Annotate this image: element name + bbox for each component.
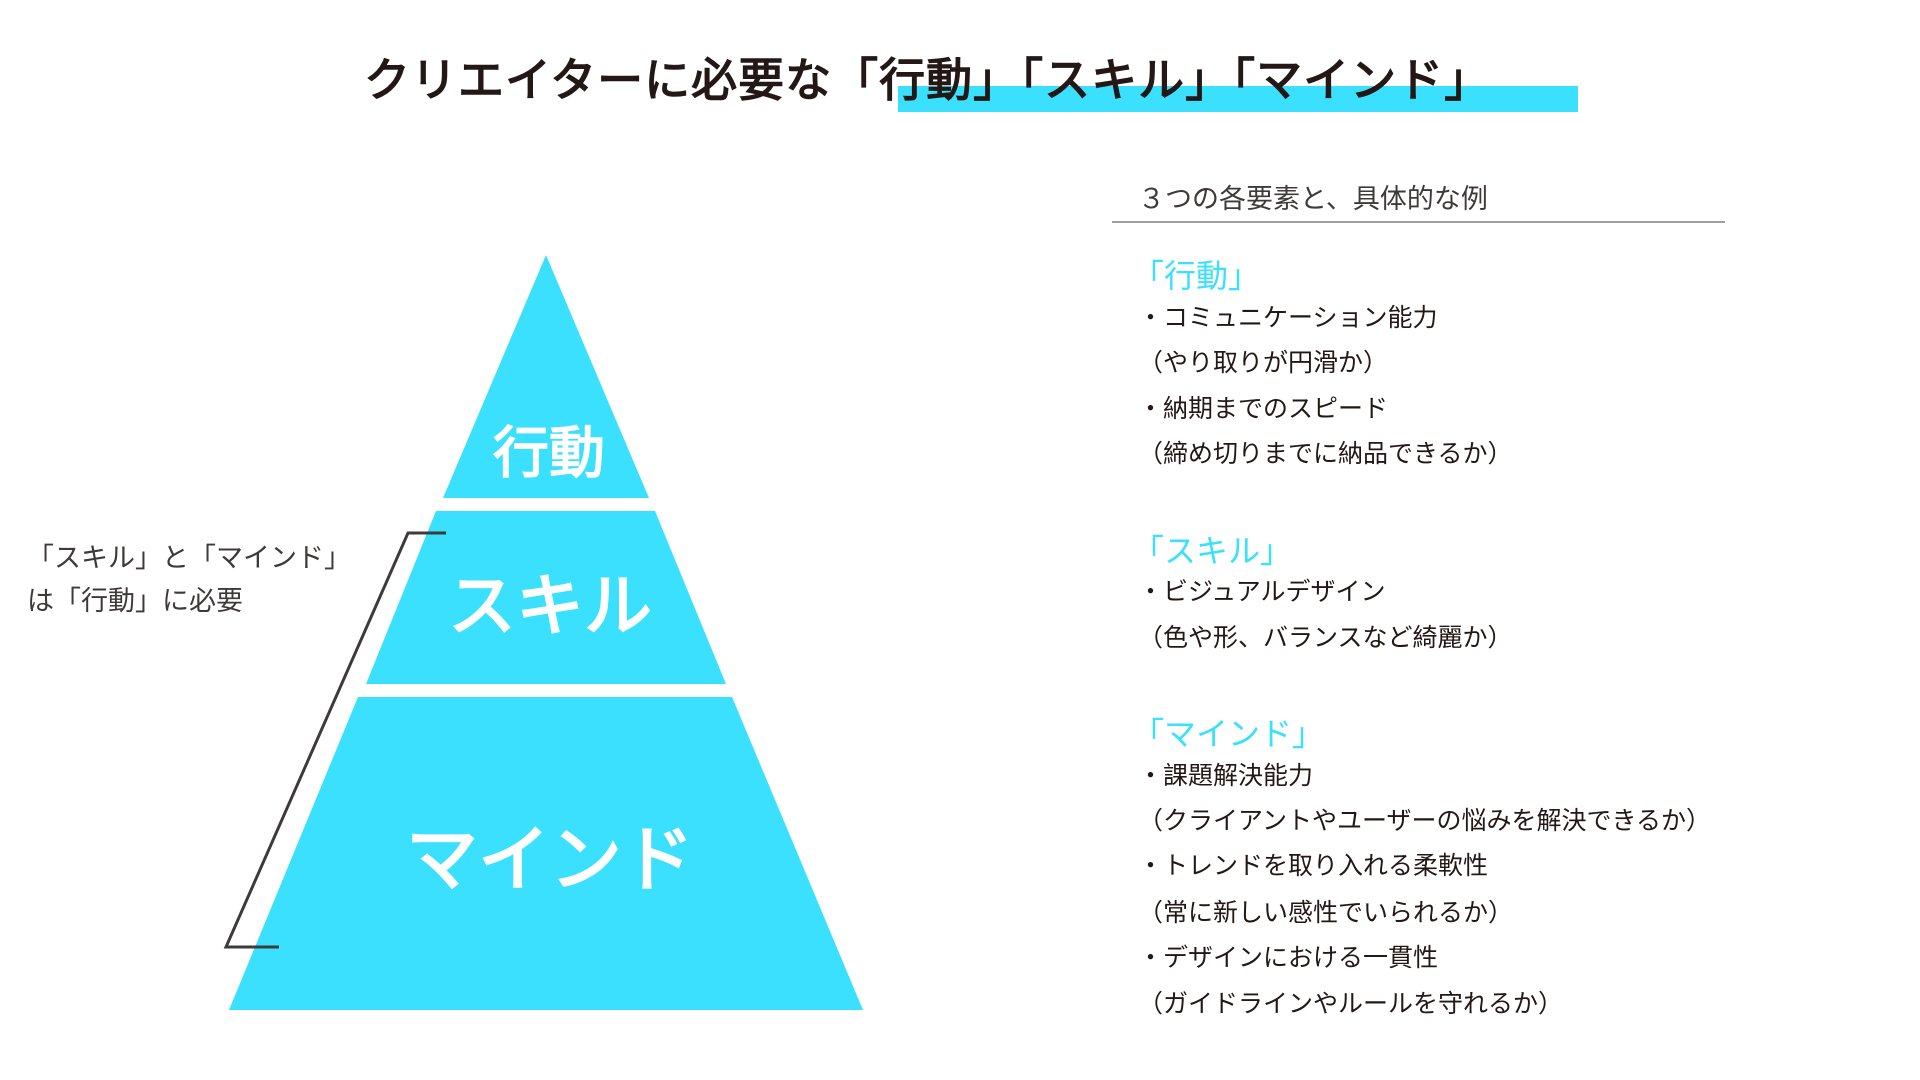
list-item: （クライアントやユーザーの悩みを解決できるか） [1138, 806, 1712, 835]
list-item: ・コミュニケーション能力 [1138, 303, 1438, 332]
page-title: クリエイターに必要な「行動」「スキル」「マインド」 [364, 48, 1491, 112]
list-item: ・ビジュアルデザイン [1138, 577, 1386, 606]
pyramid-tier-mind [229, 697, 863, 1010]
list-item: （色や形、バランスなど綺麗か） [1138, 623, 1513, 652]
list-item: （ガイドラインやルールを守れるか） [1138, 989, 1564, 1018]
list-item: ・トレンドを取り入れる柔軟性 [1138, 851, 1489, 880]
list-item: ・課題解決能力 [1138, 761, 1314, 790]
pyramid-tier-skill [366, 511, 726, 684]
title-highlight-text: 「行動」「スキル」「マインド」 [832, 53, 1492, 107]
list-item: ・デザインにおける一貫性 [1138, 943, 1439, 972]
pyramid-label-action: 行動 [493, 421, 605, 487]
section-title-action: 「行動」 [1132, 257, 1261, 295]
section-title-mind: 「マインド」 [1132, 715, 1325, 753]
title-prefix: クリエイターに必要な [364, 53, 833, 107]
heading-divider [1112, 221, 1725, 223]
section-title-skill: 「スキル」 [1132, 532, 1293, 570]
pyramid-tier-action [443, 255, 649, 498]
list-item: ・納期までのスピード [1138, 394, 1389, 423]
bracket-line [223, 531, 446, 949]
title-highlight [898, 86, 1578, 112]
side-note: 「スキル」と「マインド」 は「行動」に必要 [27, 537, 351, 623]
examples-heading: ３つの各要素と、具体的な例 [1138, 184, 1488, 215]
side-note-line: 「スキル」と「マインド」 [27, 543, 351, 574]
pyramid-label-skill: スキル [447, 567, 653, 647]
list-item: （締め切りまでに納品できるか） [1138, 439, 1513, 468]
side-note-line: は「行動」に必要 [27, 586, 243, 617]
pyramid-label-mind: マインド [405, 817, 695, 902]
list-item: （やり取りが円滑か） [1138, 348, 1389, 377]
list-item: （常に新しい感性でいられるか） [1138, 898, 1514, 927]
